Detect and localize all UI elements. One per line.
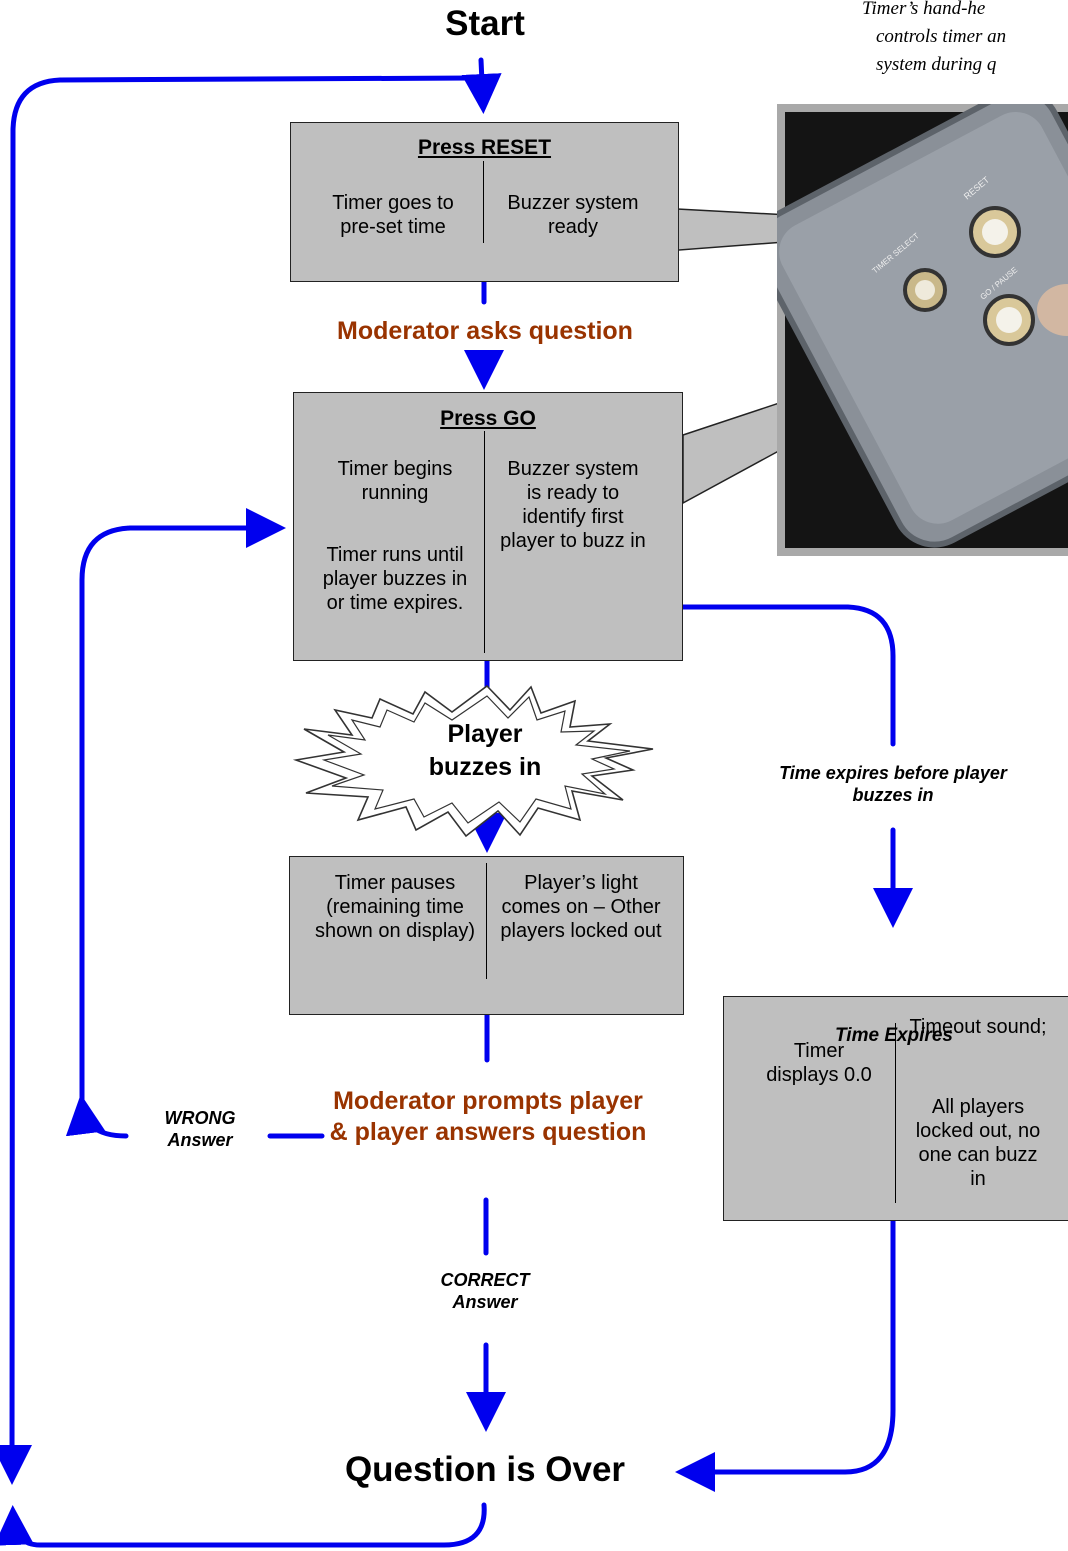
caption-line-3: system during q bbox=[876, 54, 997, 75]
press-reset-box: Press RESET Timer goes to pre-set time B… bbox=[290, 122, 679, 282]
expires-box-right-bottom-text: All players locked out, no one can buzz … bbox=[915, 1096, 1041, 1190]
photo-caption: Timer’s hand-he controls timer an system… bbox=[850, 0, 1068, 86]
reset-box-right-text: Buzzer system ready bbox=[507, 192, 639, 238]
wrong-loop bbox=[79, 508, 286, 1139]
caption-line-1: Timer’s hand-he bbox=[862, 0, 986, 19]
expires-box-right-top-text: Timeout sound; bbox=[909, 1016, 1047, 1038]
device-illustration: RESET TIMER SELECT GO / PAUSE bbox=[777, 104, 1068, 556]
press-go-box: Press GO Timer begins running Timer runs… bbox=[293, 392, 683, 661]
reset-box-left-text: Timer goes to pre-set time bbox=[332, 192, 454, 238]
press-go-title: Press GO bbox=[440, 407, 536, 430]
expires-box-left-text: Timer displays 0.0 bbox=[766, 1040, 872, 1086]
start-label: Start bbox=[445, 4, 525, 43]
go-box-left-top-text: Timer begins running bbox=[337, 458, 453, 504]
time-expires-box: Time Expires Timer displays 0.0 Timeout … bbox=[723, 996, 1068, 1221]
go-box-divider bbox=[484, 431, 485, 653]
player-buzzes-label: Player buzzes in bbox=[428, 720, 542, 781]
connector-expires-down bbox=[675, 1218, 896, 1492]
moderator-prompts-label: Moderator prompts player & player answer… bbox=[329, 1087, 647, 1146]
go-box-right-text: Buzzer system is ready to identify first… bbox=[500, 458, 646, 552]
timer-pauses-box-body: Timer pauses (remaining time shown on di… bbox=[289, 856, 684, 1015]
connector-go-right bbox=[680, 604, 896, 747]
question-over-label: Question is Over bbox=[344, 1450, 626, 1489]
timer-device-photo: RESET TIMER SELECT GO / PAUSE bbox=[777, 104, 1068, 556]
arrow-start-to-reset bbox=[461, 57, 502, 114]
wrong-answer-label: WRONG Answer bbox=[164, 1108, 236, 1150]
wrong-loop-head bbox=[65, 1094, 106, 1137]
expires-box-divider bbox=[895, 1023, 896, 1203]
caption-line-2: controls timer an bbox=[876, 26, 1007, 47]
pause-box-right-text: Player’s light comes on – Other players … bbox=[500, 872, 662, 942]
finger-icon bbox=[1037, 284, 1068, 336]
time-expires-before-label: Time expires before player buzzes in bbox=[779, 763, 1007, 805]
pause-box-left-text: Timer pauses (remaining time shown on di… bbox=[314, 872, 476, 942]
player-buzzes-starburst bbox=[292, 684, 654, 838]
loop-bottom bbox=[0, 1502, 487, 1548]
correct-answer-label: CORRECT Answer bbox=[440, 1270, 530, 1312]
moderator-asks-label: Moderator asks question bbox=[337, 317, 633, 345]
press-reset-title: Press RESET bbox=[417, 136, 552, 159]
loop-top-line bbox=[0, 75, 475, 1485]
time-expires-title: Time Expires bbox=[835, 1025, 953, 1046]
go-box-left-bottom-text: Timer runs until player buzzes in or tim… bbox=[322, 544, 468, 614]
pause-box-divider-line bbox=[486, 863, 487, 979]
reset-box-divider bbox=[483, 161, 484, 243]
